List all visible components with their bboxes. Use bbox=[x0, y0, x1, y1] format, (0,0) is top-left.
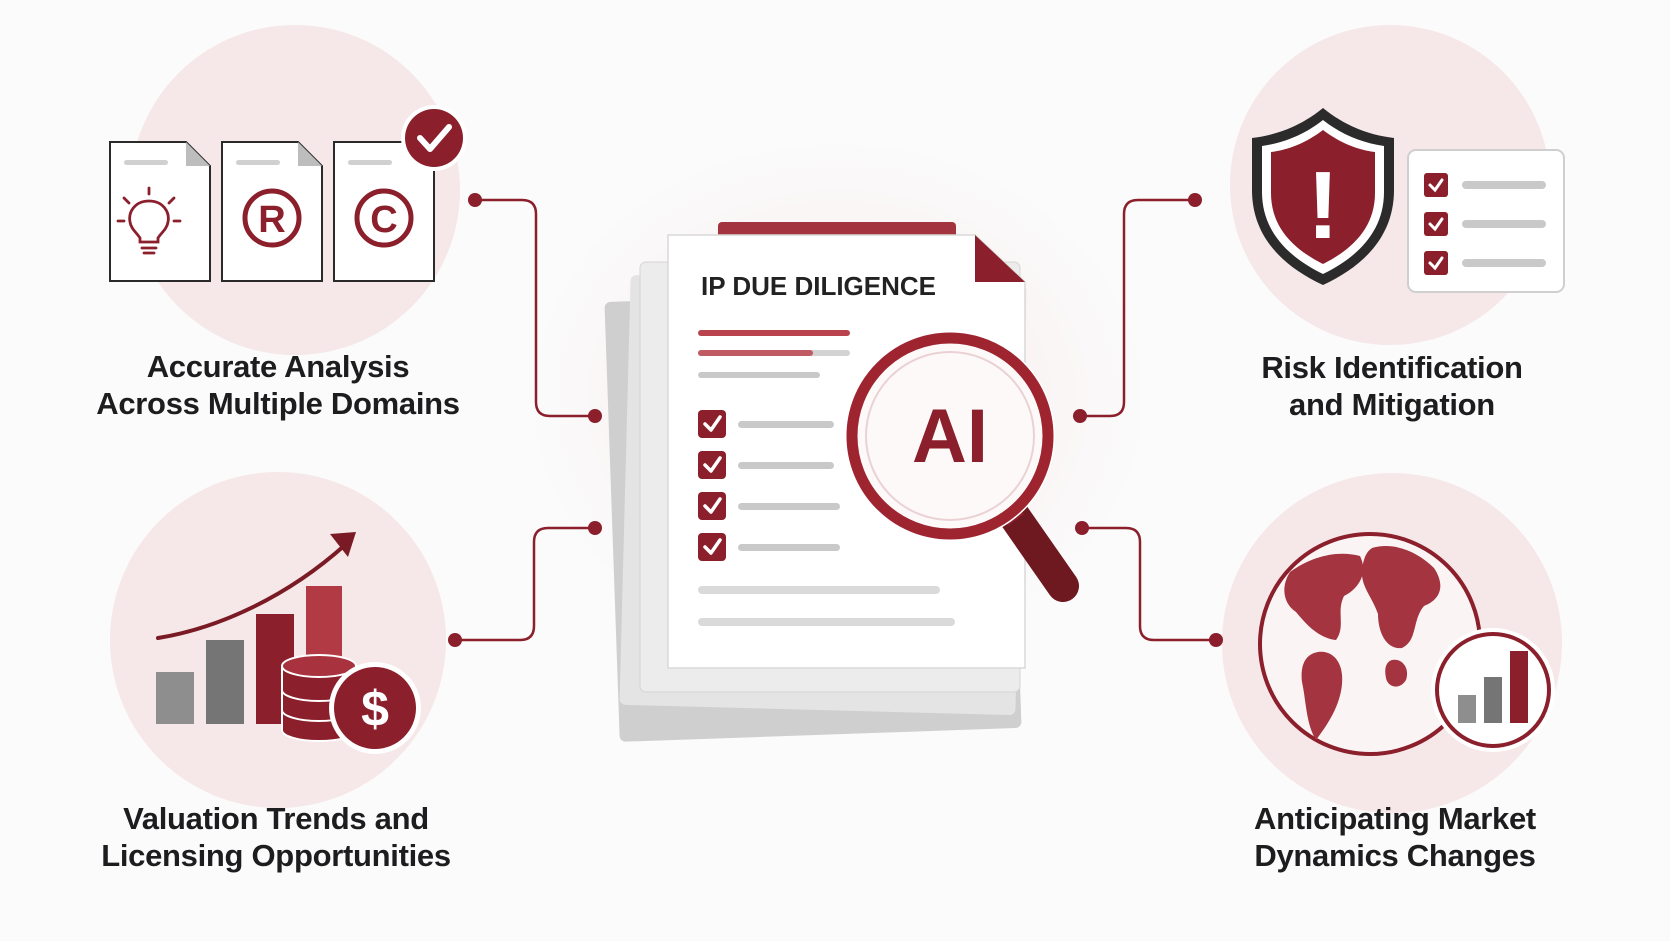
shield-alert-icon: ! bbox=[1252, 108, 1394, 285]
caption-line-2: Across Multiple Domains bbox=[96, 386, 460, 421]
feature-caption-accurate-analysis: Accurate Analysis Across Multiple Domain… bbox=[58, 348, 498, 422]
dollar-icon: $ bbox=[361, 681, 389, 737]
risk-graphics: ! bbox=[1252, 108, 1565, 293]
lightbulb-icon bbox=[116, 186, 182, 255]
caption-line-1: Accurate Analysis bbox=[146, 349, 410, 384]
svg-text:C: C bbox=[370, 199, 397, 241]
caption-line-1: Valuation Trends and bbox=[123, 801, 429, 836]
coins-icon: $ bbox=[281, 654, 421, 754]
document-checklist bbox=[698, 410, 840, 561]
market-graphics bbox=[1258, 532, 1555, 756]
caption-line-1: Anticipating Market bbox=[1254, 801, 1536, 836]
trademark-document: R bbox=[221, 141, 323, 282]
checklist-panel bbox=[1407, 149, 1565, 293]
feature-caption-risk-identification: Risk Identification and Mitigation bbox=[1172, 349, 1612, 423]
caption-line-1: Risk Identification bbox=[1261, 350, 1523, 385]
document-title: IP DUE DILIGENCE bbox=[701, 271, 936, 301]
feature-caption-valuation-trends: Valuation Trends and Licensing Opportuni… bbox=[56, 800, 496, 874]
registered-icon: R bbox=[242, 188, 302, 248]
caption-line-2: Dynamics Changes bbox=[1254, 838, 1536, 873]
idea-document bbox=[109, 141, 211, 282]
ai-badge: AI bbox=[912, 394, 988, 479]
ip-documents: R C bbox=[109, 105, 467, 282]
caption-line-2: Licensing Opportunities bbox=[101, 838, 451, 873]
connector-lines bbox=[455, 198, 1216, 642]
svg-text:R: R bbox=[258, 199, 285, 241]
valuation-graphics: $ bbox=[156, 532, 421, 754]
globe-icon bbox=[1258, 532, 1482, 756]
market-chart-badge bbox=[1431, 628, 1555, 752]
trend-arrow-icon bbox=[156, 532, 356, 640]
copyright-icon: C bbox=[354, 188, 414, 248]
magnifier-icon: AI bbox=[845, 331, 1079, 602]
caption-line-2: and Mitigation bbox=[1289, 387, 1495, 422]
connector-dots bbox=[448, 193, 1223, 647]
copyright-document: C bbox=[333, 141, 435, 282]
feature-caption-market-dynamics: Anticipating Market Dynamics Changes bbox=[1175, 800, 1615, 874]
svg-text:!: ! bbox=[1307, 152, 1339, 259]
checkmark-icon bbox=[401, 105, 467, 171]
